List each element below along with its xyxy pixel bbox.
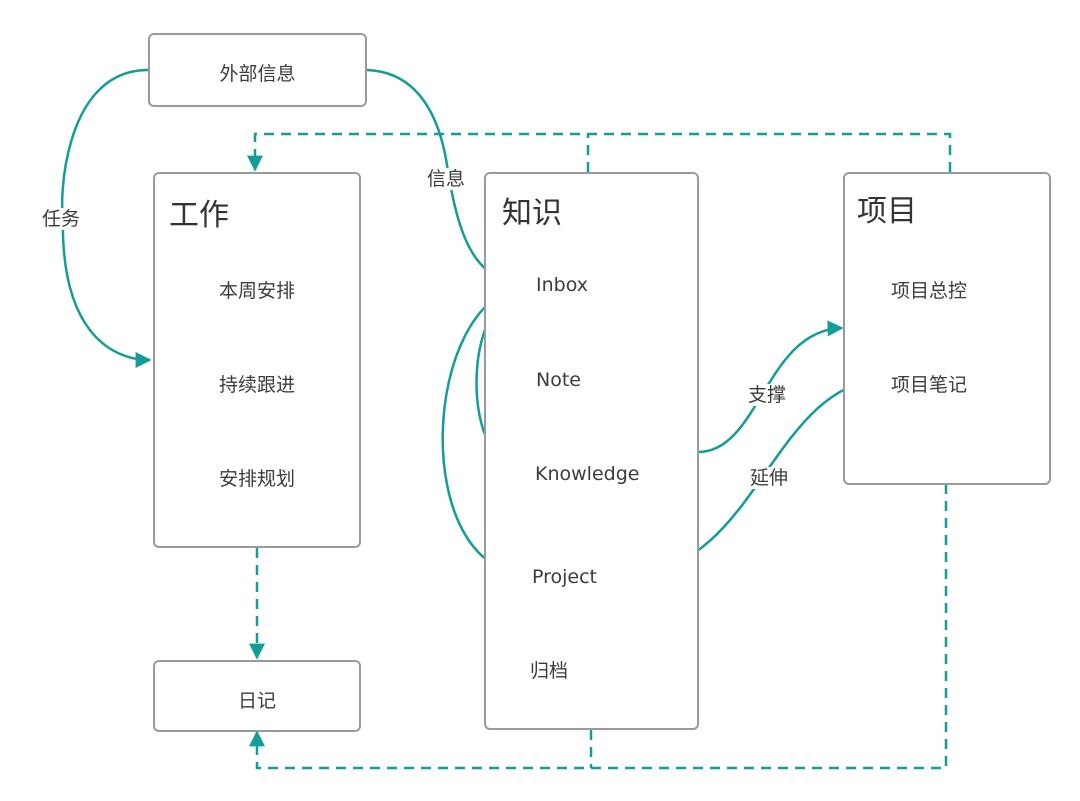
knowledge-item-note: Note [536,369,581,391]
diary-label: 日记 [237,690,276,712]
knowledge-item-project: Project [532,566,598,588]
project-title: 项目 [857,194,917,229]
edge-label-task: 任务 [40,208,83,230]
node-work[interactable]: 工作 本周安排 持续跟进 安排规划 [153,172,361,548]
project-item: 项目总控 [891,280,968,302]
node-project[interactable]: 项目 项目总控 项目笔记 [843,172,1051,485]
edge-feedback-bottom [257,484,948,770]
knowledge-title: 知识 [502,196,562,231]
external-info-label: 外部信息 [219,63,296,85]
knowledge-item-archive: 归档 [530,660,569,682]
node-diary[interactable]: 日记 [153,660,361,732]
node-external-info[interactable]: 外部信息 [148,33,367,107]
work-title: 工作 [169,198,229,233]
edge-label-support: 支撑 [746,384,789,406]
work-item: 安排规划 [218,468,295,490]
edge-label-extend: 延伸 [748,467,791,489]
edge-label-info: 信息 [425,168,468,190]
project-item: 项目笔记 [891,374,968,396]
edge-feedback-top [255,132,952,172]
work-item: 持续跟进 [218,374,295,396]
node-knowledge[interactable]: 知识 Inbox Note Knowledge Project 归档 [484,172,699,730]
work-item: 本周安排 [218,280,295,302]
knowledge-item-knowledge: Knowledge [535,463,640,485]
knowledge-item-inbox: Inbox [536,274,588,296]
